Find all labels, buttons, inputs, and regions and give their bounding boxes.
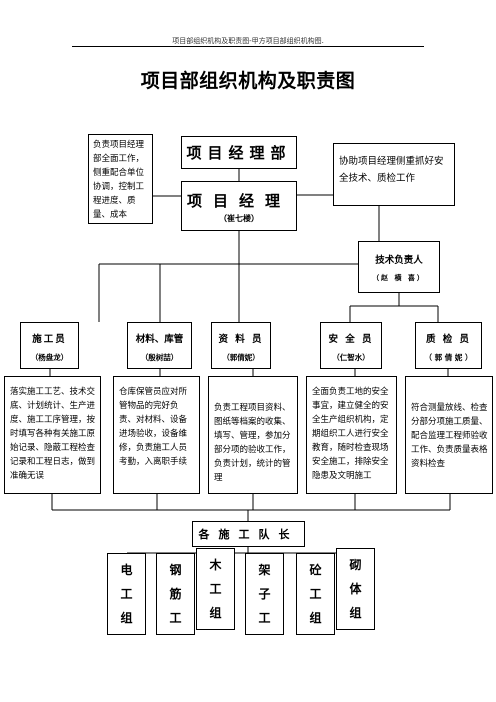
role-box: 质 检 员 （ 郭 倩 妮 ） <box>415 322 482 369</box>
header-rule <box>72 46 424 47</box>
role-person: （郭倩妮） <box>222 353 260 362</box>
project-manager-name: （崔七楼） <box>219 213 259 223</box>
crew-box: 砌体组 <box>336 548 375 630</box>
role-person: （ 郭 倩 妮 ） <box>424 353 473 362</box>
role-person: （杨盘龙） <box>30 353 69 362</box>
page-header: 项目部组织机构及职责图-甲方项目部组织机构图. <box>172 37 324 45</box>
role-title: 施工员 <box>32 334 67 345</box>
crew-box: 电工组 <box>107 553 146 635</box>
role-person: （殷树喆） <box>140 353 179 362</box>
role-title: 质 检 员 <box>425 334 472 345</box>
duty-box: 仓库保管员应对所管物品的完好负责、对材料、设备进场验收，设备维修，负责施工人员考… <box>113 376 200 494</box>
tech-lead-title: 技术负责人 <box>375 255 423 266</box>
duty-box: 落实施工工艺、技术交底、计划统计、生产进度、施工工序管理，按时填写各种有关施工原… <box>4 376 101 494</box>
duty-box: 负责工程项目资料、图纸等档案的收集、填写、管理，参加分部分项的验收工作，负责计划… <box>208 376 298 494</box>
team-leaders-box: 各施工队长 <box>192 521 305 547</box>
role-person: （仁智水） <box>332 353 370 362</box>
left-note-box: 负责项目经理部全面工作，侧重配合单位协调，控制工程进度、质量、成本 <box>88 134 153 224</box>
project-manager-title: 项目经理 <box>186 192 291 210</box>
role-box: 安 全 员 （仁智水） <box>320 322 382 369</box>
crew-box: 钢筋工 <box>156 553 195 635</box>
page-title: 项目部组织机构及职责图 <box>140 70 356 92</box>
role-box: 施工员 （杨盘龙） <box>20 322 79 369</box>
tech-lead-box: 技术负责人 （赵 横 喜） <box>358 241 440 293</box>
tech-lead-name: （赵 横 喜） <box>372 273 426 282</box>
duty-box: 符合测量放线、检查分部分项施工质量、配合监理工程师验收工作、负责质量表格资料检查 <box>405 376 493 494</box>
duty-box: 全面负责工地的安全事宜，建立健全的安全生产组织机构，定期组织工人进行安全教育，随… <box>306 376 397 494</box>
right-note-box: 协助项目经理侧重抓好安全技术、质检工作 <box>333 143 455 206</box>
crew-box: 砼工组 <box>296 553 335 635</box>
role-title: 资 料 员 <box>218 334 264 345</box>
role-title: 材料、库管 <box>135 334 184 345</box>
project-manager-box: 项目经理 （崔七楼） <box>181 181 297 231</box>
project-dept-box: 项目经理部 <box>181 136 297 169</box>
crew-box: 木工组 <box>196 548 235 630</box>
role-box: 资 料 员 （郭倩妮） <box>211 322 271 369</box>
role-title: 安 全 员 <box>328 334 374 345</box>
crew-box: 架子工 <box>245 553 284 635</box>
role-box: 材料、库管 （殷树喆） <box>127 322 192 369</box>
